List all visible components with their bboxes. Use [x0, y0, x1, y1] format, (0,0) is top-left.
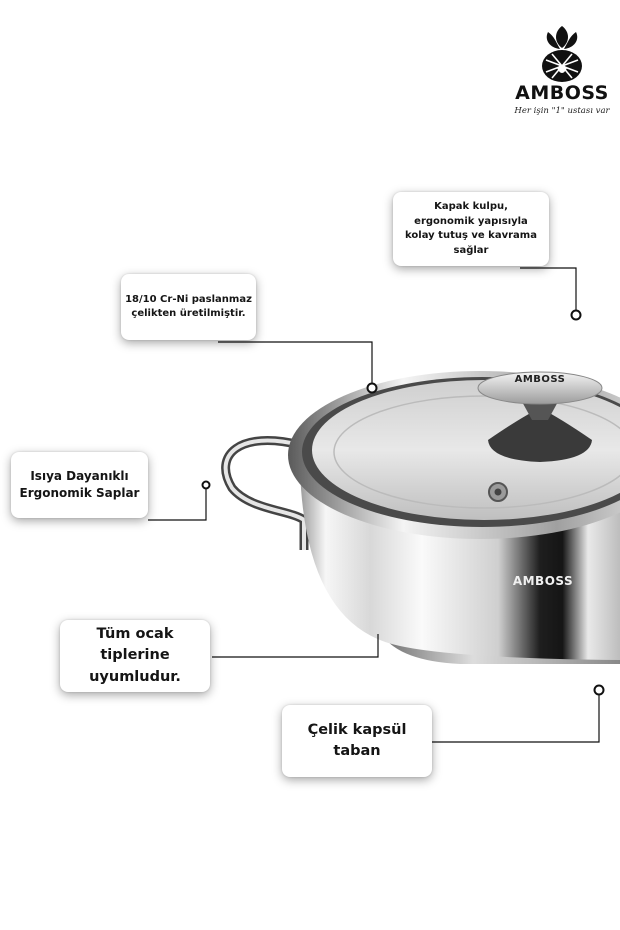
callout-line: Kapak kulpu,: [434, 201, 508, 212]
callout-steel: 18/10 Cr-Ni paslanmaz çelikten üretilmiş…: [121, 274, 256, 340]
callout-line: Ergonomik Saplar: [19, 486, 140, 500]
pot-body-brand: AMBOSS: [512, 574, 574, 588]
pineapple-logo-icon: [542, 26, 582, 82]
callout-line: Isıya Dayanıklı: [30, 468, 129, 483]
brand-logo: AMBOSS Her işin "1" ustası var: [510, 22, 614, 122]
callout-line: çelikten üretilmiştir.: [131, 308, 246, 319]
lid-knob-brand: AMBOSS: [514, 374, 566, 385]
callout-hobs: Tüm ocak tiplerine uyumludur.: [60, 620, 210, 692]
callout-lid-handle: Kapak kulpu, ergonomik yapısıyla kolay t…: [393, 192, 549, 266]
callout-base: Çelik kapsül taban: [282, 705, 432, 777]
callout-handles: Isıya Dayanıklı Ergonomik Saplar: [11, 452, 148, 518]
callout-line: ergonomik yapısıyla: [414, 215, 528, 227]
callout-line: Tüm ocak tiplerine: [96, 626, 174, 664]
callout-line: kolay tutuş ve kavrama sağlar: [405, 230, 537, 256]
callout-line: uyumludur.: [89, 668, 181, 685]
brand-wordmark: AMBOSS: [515, 82, 609, 104]
callout-line: Çelik kapsül taban: [307, 721, 407, 759]
brand-slogan: Her işin "1" ustası var: [514, 106, 610, 116]
callout-line: 18/10 Cr-Ni paslanmaz: [125, 293, 252, 305]
